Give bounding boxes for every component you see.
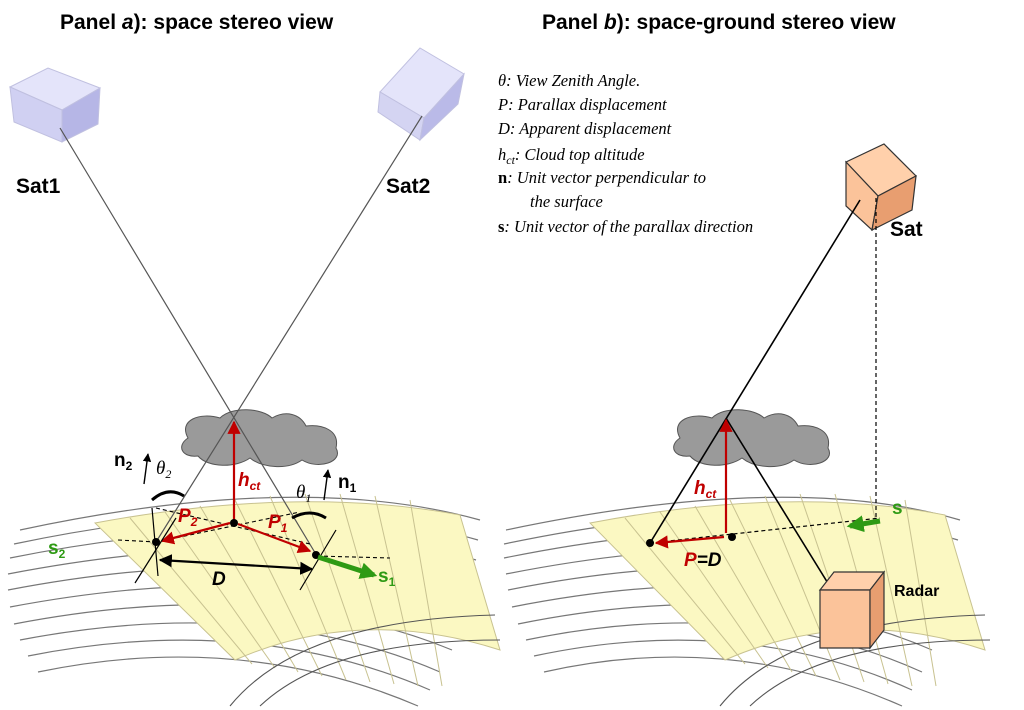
s1-label: s1 — [378, 566, 396, 589]
hct-label-b: hct — [694, 478, 717, 501]
radar-box — [818, 570, 886, 650]
legend-row-n: n: Unit vector perpendicular to — [498, 168, 706, 187]
s-arrow-b — [846, 515, 881, 533]
p1-label: P1 — [268, 512, 288, 535]
legend-row-s: s: Unit vector of the parallax direction — [498, 217, 753, 236]
theta2-arc — [151, 490, 185, 502]
surface-grid-b — [588, 493, 986, 687]
sat1-view-line — [59, 127, 318, 557]
sat-label-b: Sat — [890, 218, 923, 241]
sat-view-line-b — [649, 199, 861, 544]
tangent-right — [299, 529, 337, 591]
n2-label: n2 — [114, 450, 133, 473]
panel-a: Panel a): space stereo view — [7, 11, 501, 707]
legend-row-d: D: Apparent displacement — [497, 119, 672, 138]
theta1-label: θ1 — [296, 482, 311, 505]
pd-arrow-b — [654, 535, 725, 549]
legend-row-theta: θ: View Zenith Angle. — [498, 71, 640, 90]
normal-1 — [322, 469, 332, 501]
panel-a-title: Panel a): space stereo view — [60, 11, 334, 34]
radar-view-line — [725, 417, 843, 607]
sat2-cube — [377, 47, 465, 142]
radar-label: Radar — [894, 583, 939, 600]
surface-grid-a — [93, 493, 501, 687]
legend-row-p: P: Parallax displacement — [497, 95, 667, 114]
p2-label: P2 — [178, 506, 198, 529]
panel-b: Panel b): space-ground stereo view θ: Vi… — [497, 11, 991, 707]
sat2-view-line — [155, 115, 423, 543]
p2-arrow — [160, 521, 231, 545]
s-label-b: s — [892, 498, 903, 519]
sat1-label: Sat1 — [16, 175, 61, 198]
normal-2 — [142, 453, 152, 485]
d-arrow-a — [158, 554, 314, 575]
n1-label: n1 — [338, 472, 357, 495]
legend-row-hct: hct: Cloud top altitude — [498, 145, 645, 167]
sat1-cube — [8, 67, 102, 143]
sat2-label: Sat2 — [386, 175, 430, 198]
legend-row-n-cont: the surface — [530, 192, 603, 211]
cloud-a — [181, 409, 338, 467]
parallax-dashed-b — [649, 517, 881, 544]
image-point-2 — [152, 538, 160, 546]
hct-label-a: hct — [238, 470, 261, 493]
pd-label-b: P=D — [684, 550, 722, 571]
p1-arrow — [237, 522, 312, 554]
tangent-left-2 — [134, 517, 177, 584]
s2-label: s2 — [48, 538, 66, 561]
s1-arrow — [317, 554, 378, 579]
panel-b-title: Panel b): space-ground stereo view — [542, 11, 896, 34]
legend: θ: View Zenith Angle. P: Parallax displa… — [497, 71, 753, 236]
cloud-foot-point-a — [230, 519, 238, 527]
image-point-b — [646, 539, 654, 547]
sat-cube-b — [844, 143, 918, 232]
cloud-foot-point-b — [728, 533, 736, 541]
cloud-b — [673, 409, 830, 467]
lower-arcs-a — [229, 614, 501, 707]
theta2-label: θ2 — [156, 458, 171, 481]
d-label-a: D — [212, 569, 226, 590]
theta1-arc — [291, 511, 327, 520]
